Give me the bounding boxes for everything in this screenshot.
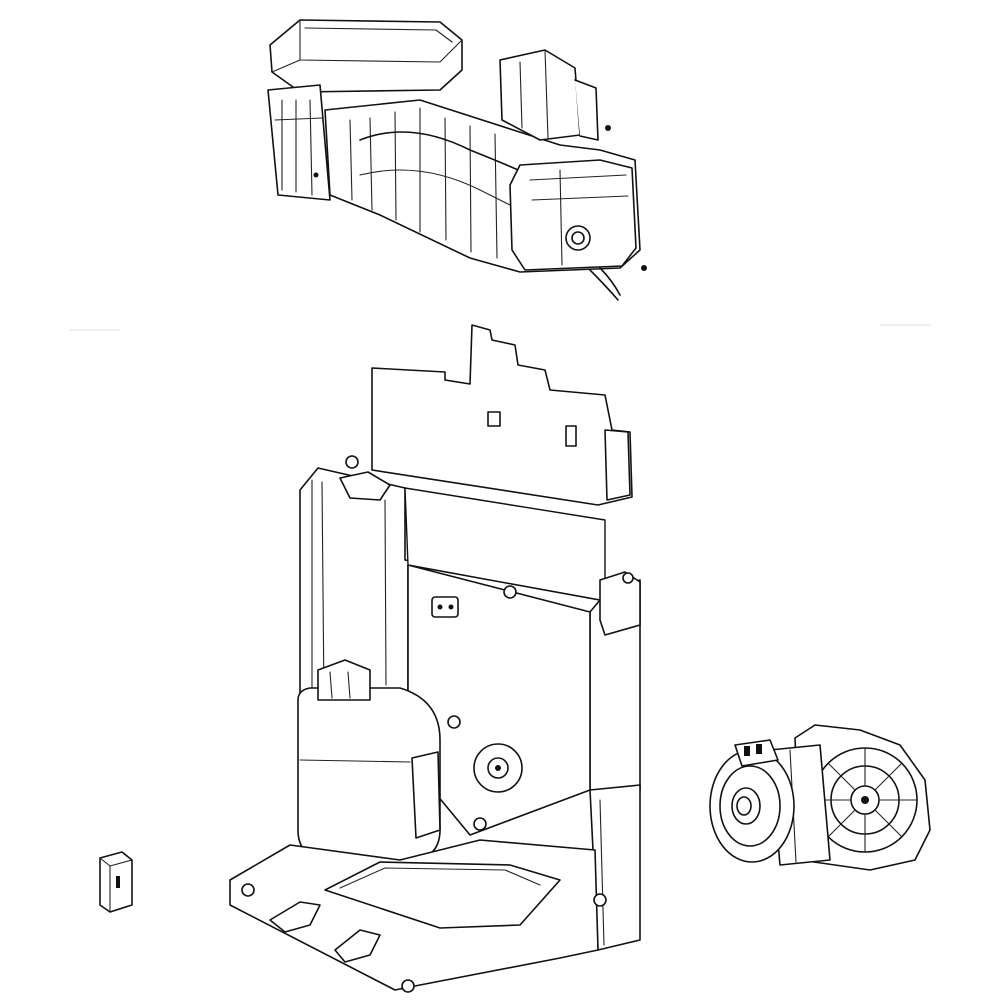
ice-bucket-housing	[229, 324, 641, 993]
auger-motor	[709, 724, 931, 871]
retainer-clip	[99, 851, 133, 913]
ice-maker-assembly	[267, 19, 647, 301]
